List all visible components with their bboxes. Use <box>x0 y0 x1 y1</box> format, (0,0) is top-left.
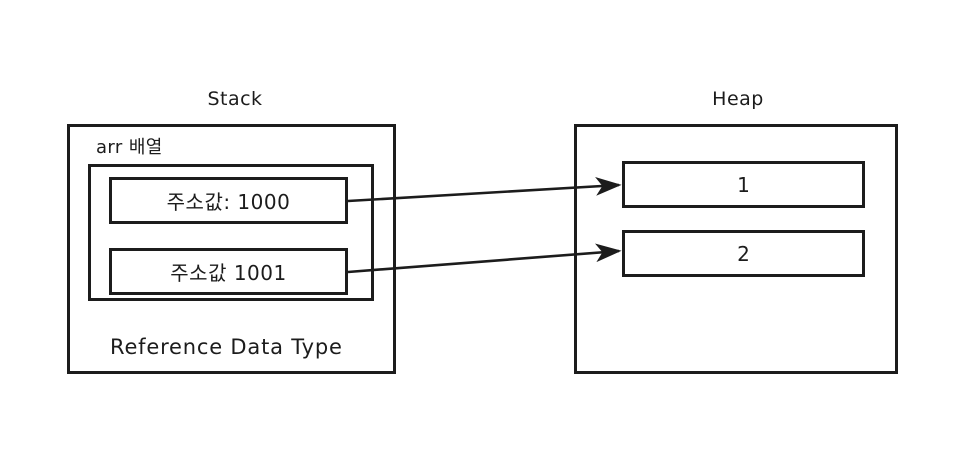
heap-cell-1-value: 2 <box>737 241 750 266</box>
address-slot-1-text: 주소값 1001 <box>170 261 287 285</box>
heap-title: Heap <box>712 88 764 110</box>
heap-cell-0-value: 1 <box>737 172 750 197</box>
reference-data-type-caption: Reference Data Type <box>110 335 343 359</box>
heap-cell-0[interactable]: 1 <box>622 161 865 208</box>
address-slot-0[interactable]: 주소값: 1000 <box>109 177 348 224</box>
address-slot-0-text: 주소값: 1000 <box>166 190 291 214</box>
array-label: arr 배열 <box>96 137 163 158</box>
stack-title: Stack <box>207 88 263 110</box>
address-slot-1[interactable]: 주소값 1001 <box>109 248 348 295</box>
heap-cell-1[interactable]: 2 <box>622 230 865 277</box>
